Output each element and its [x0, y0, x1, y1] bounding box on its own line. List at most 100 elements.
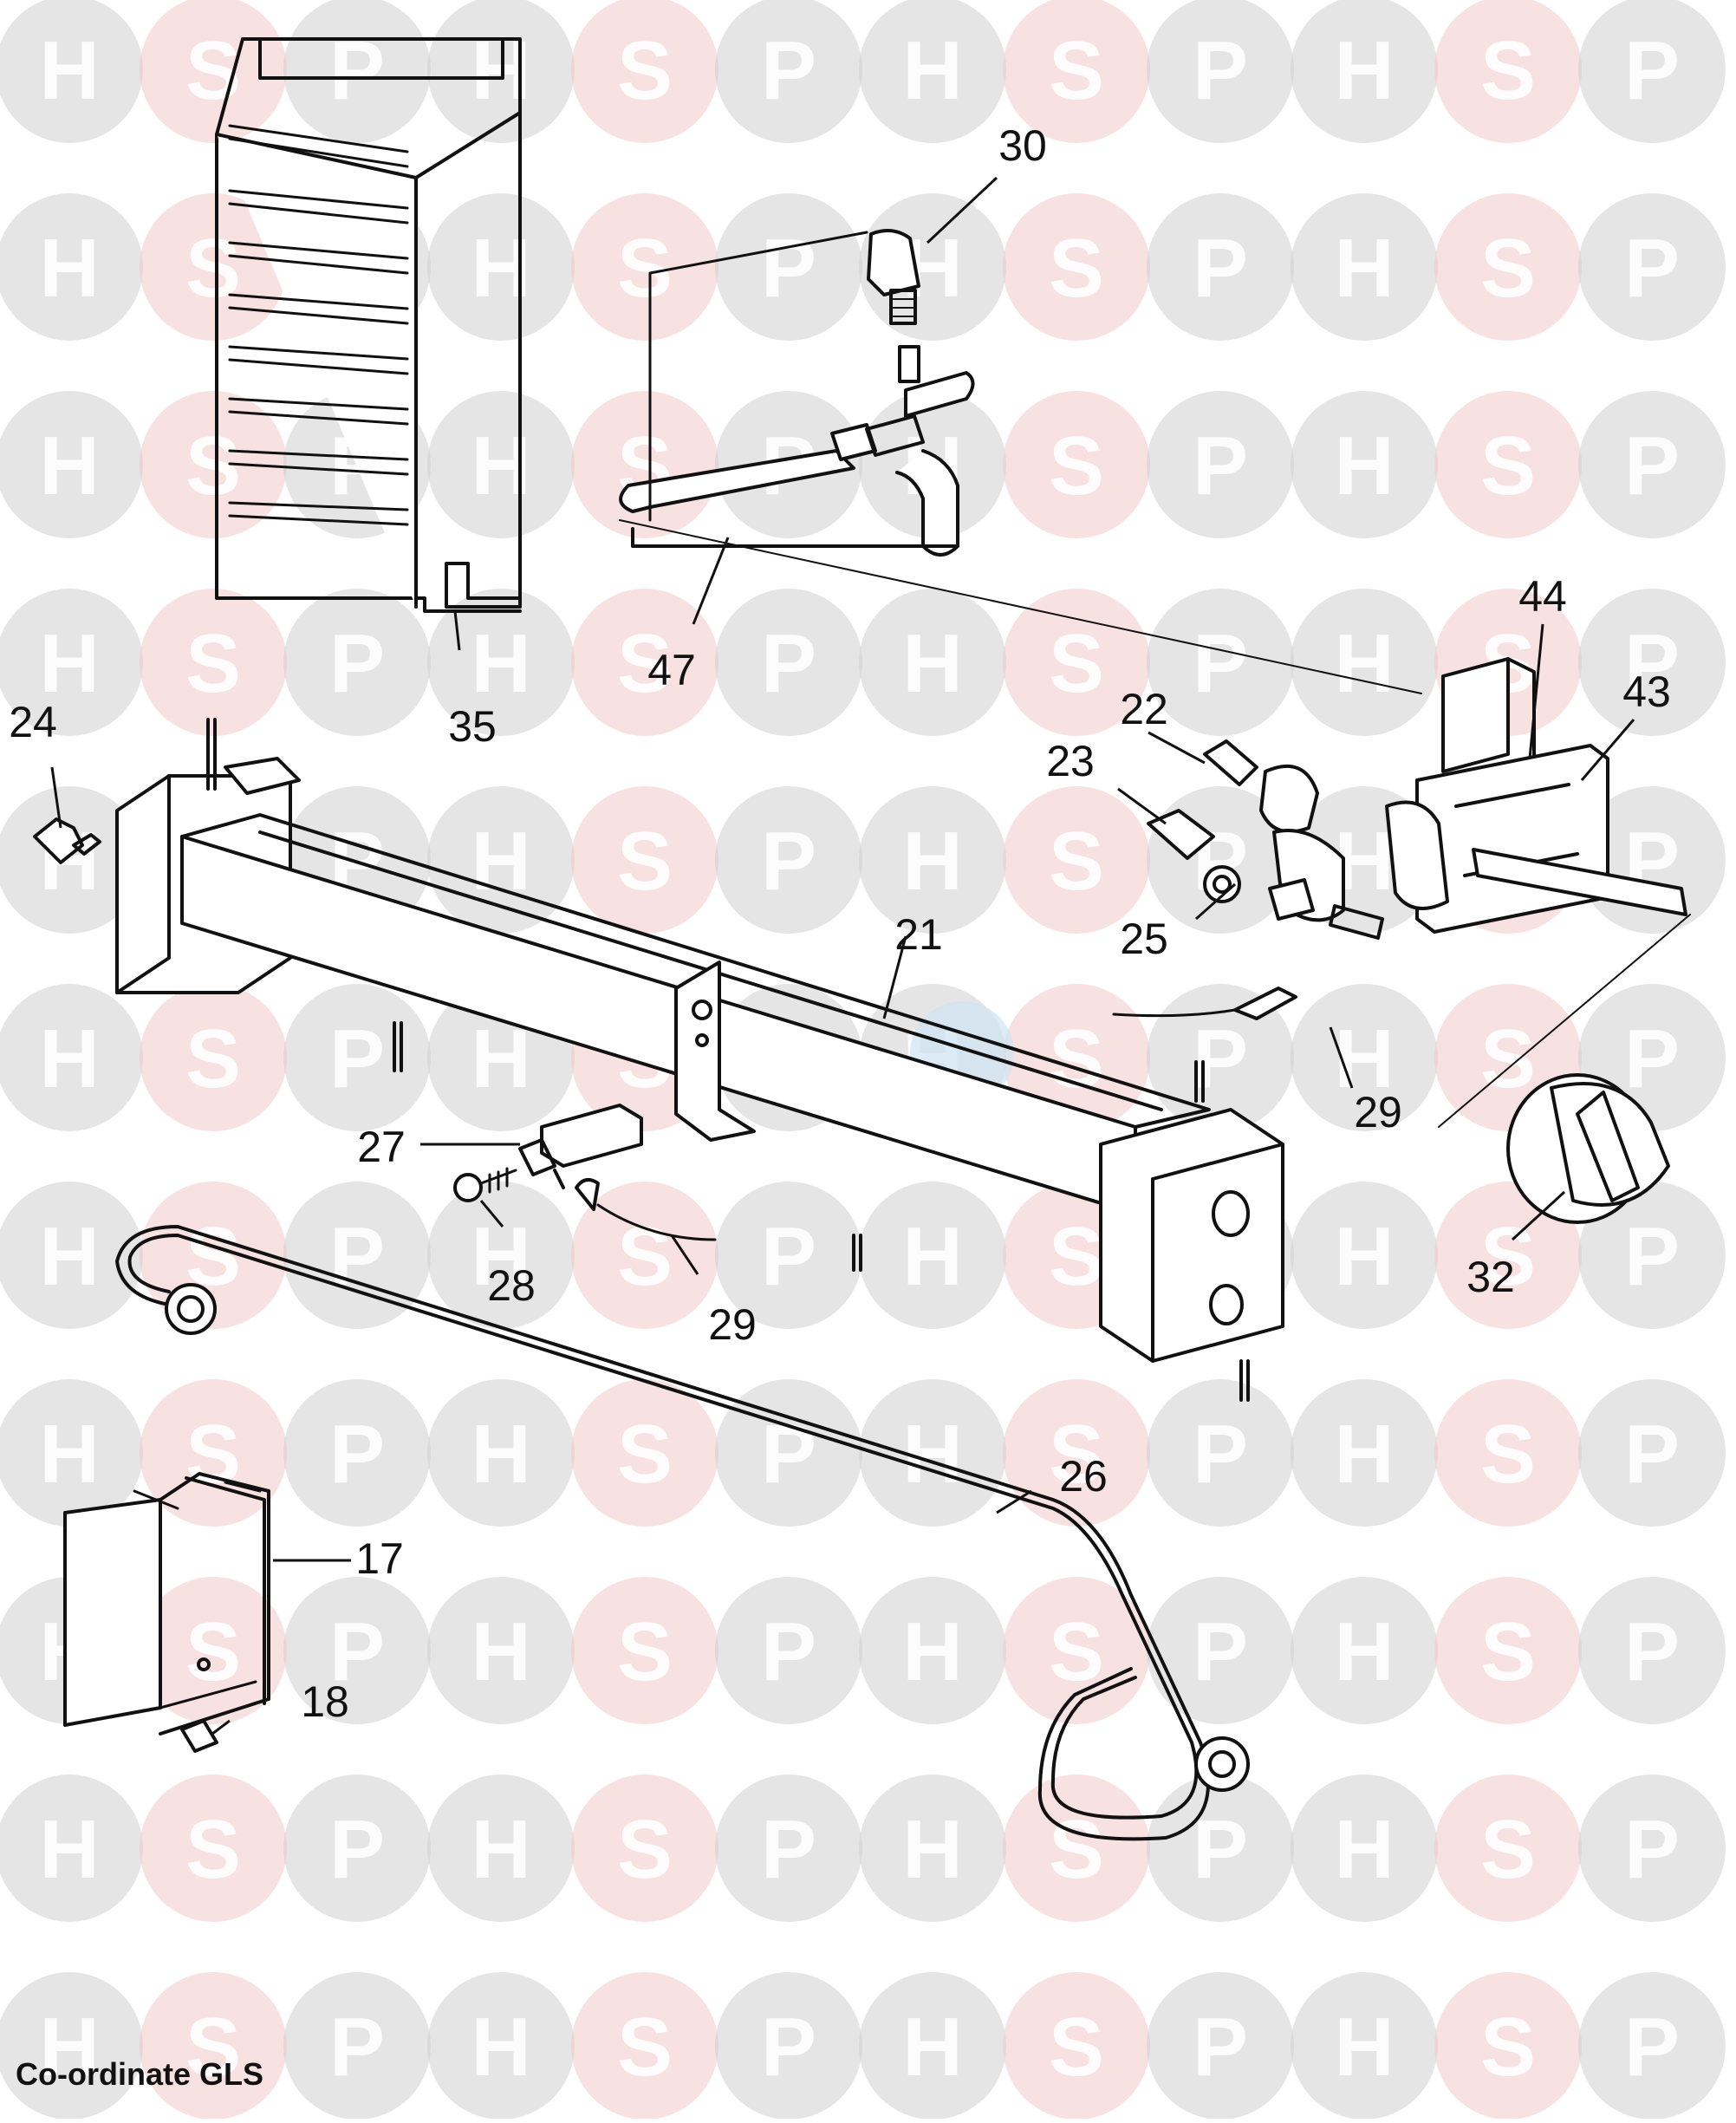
watermark-circle: H	[0, 1775, 143, 1922]
watermark-letter: P	[761, 1605, 816, 1698]
watermark-circle: S	[571, 1972, 718, 2120]
part-number-21: 21	[894, 910, 943, 959]
watermark-circle: P	[1578, 391, 1726, 538]
watermark-letter: S	[1049, 1605, 1104, 1698]
watermark-letter: P	[761, 815, 816, 908]
watermark-letter: P	[1193, 1605, 1248, 1698]
watermark-circle: P	[1578, 0, 1726, 143]
watermark-letter: S	[1480, 1408, 1536, 1501]
watermark-letter: P	[1193, 420, 1248, 512]
watermark-letter: H	[39, 617, 99, 710]
watermark-circle: H	[859, 1775, 1006, 1922]
watermark-circle: H	[0, 0, 143, 143]
watermark-letter: P	[1624, 1605, 1680, 1698]
watermark-letter: S	[1049, 1013, 1104, 1105]
watermark-circle: P	[715, 1972, 862, 2120]
part-number-17: 17	[355, 1534, 404, 1583]
watermark-letter: H	[902, 2001, 962, 2094]
watermark-letter: S	[617, 2001, 673, 2094]
watermark-letter: P	[1624, 222, 1680, 315]
watermark-circle: S	[1003, 193, 1150, 341]
watermark-circle: P	[1578, 1182, 1726, 1329]
part-number-27: 27	[357, 1123, 406, 1171]
watermark-circle: H	[427, 1775, 575, 1922]
watermark-circle: S	[571, 193, 718, 341]
watermark-letter: P	[329, 2001, 385, 2094]
watermark-circle: P	[283, 984, 431, 1131]
watermark-circle: P	[1147, 0, 1294, 143]
watermark-circle: P	[1147, 391, 1294, 538]
watermark-circle: S	[1434, 193, 1582, 341]
watermark-letter: H	[902, 617, 962, 710]
watermark-letter: S	[617, 1408, 673, 1501]
part-number-23: 23	[1046, 737, 1095, 785]
watermark-circle: H	[1291, 1577, 1438, 1724]
watermark-letter: P	[761, 1803, 816, 1896]
watermark-letter: P	[761, 2001, 816, 2094]
watermark-letter: P	[329, 1013, 385, 1105]
watermark-letter: P	[329, 1803, 385, 1896]
small-nipple-part	[33, 817, 101, 864]
watermark-letter: S	[185, 1803, 241, 1896]
watermark-circle: H	[1291, 984, 1438, 1131]
watermark-circle: P	[1578, 1577, 1726, 1724]
watermark-letter: P	[329, 617, 385, 710]
watermark-circle: S	[1003, 1577, 1150, 1724]
watermark-circle: S	[1434, 1972, 1582, 2120]
watermark-letter: H	[471, 1408, 530, 1501]
part-number-43: 43	[1622, 668, 1671, 716]
watermark-circle: S	[1003, 1775, 1150, 1922]
watermark-letter: S	[617, 1803, 673, 1896]
part-number-28: 28	[487, 1261, 536, 1310]
watermark-letter: H	[471, 222, 530, 315]
watermark-circle: S	[571, 1379, 718, 1527]
watermark-circle: P	[283, 589, 431, 736]
spark-electrode-part	[453, 987, 1297, 1241]
watermark-letter: H	[471, 815, 530, 908]
watermark-circle: P	[283, 0, 431, 143]
watermark-letter: S	[1480, 222, 1536, 315]
watermark-circle: H	[0, 1379, 143, 1527]
watermark-letter: S	[1049, 1803, 1104, 1896]
watermark-letter: S	[1480, 1013, 1536, 1105]
watermark-letter: P	[1624, 24, 1680, 117]
watermark-circle: H	[427, 391, 575, 538]
watermark-circle: H	[1291, 1775, 1438, 1922]
watermark-circle: H	[1291, 1379, 1438, 1527]
watermark-circle: H	[859, 0, 1006, 143]
watermark-letter: S	[185, 617, 241, 710]
louvre-grille-part	[215, 37, 522, 613]
watermark-letter: P	[1193, 1803, 1248, 1896]
watermark-circle: S	[140, 193, 287, 341]
watermark-letter: S	[1480, 24, 1536, 117]
watermark-letter: S	[1049, 617, 1104, 710]
watermark-circle: H	[859, 589, 1006, 736]
watermark-circle: H	[1291, 391, 1438, 538]
watermark-circle: S	[140, 391, 287, 538]
watermark-letter: S	[185, 1013, 241, 1105]
watermark-circle: H	[1291, 1182, 1438, 1329]
watermark-circle: H	[859, 786, 1006, 934]
watermark-letter: S	[185, 24, 241, 117]
watermark-letter: P	[1193, 1408, 1248, 1501]
burner-feed-pipe-part	[115, 1225, 1250, 1841]
watermark-circle: P	[715, 589, 862, 736]
part-number-32: 32	[1466, 1253, 1515, 1301]
part-number-29: 29	[708, 1300, 757, 1349]
part-number-18: 18	[301, 1677, 349, 1726]
part-number-25: 25	[1120, 915, 1168, 963]
diagram-caption: Co-ordinate GLS	[16, 2056, 263, 2092]
watermark-circle: H	[859, 1379, 1006, 1527]
watermark-letter: H	[1334, 1013, 1394, 1105]
watermark-letter: H	[902, 1210, 962, 1303]
watermark-letter: P	[1193, 24, 1248, 117]
watermark-letter: P	[1624, 2001, 1680, 2094]
part-number-47: 47	[647, 646, 696, 694]
mounting-bracket-part	[63, 1472, 270, 1753]
watermark-letter: H	[39, 24, 99, 117]
watermark-circle: H	[1291, 1972, 1438, 2120]
watermark-circle: P	[715, 786, 862, 934]
watermark-letter: P	[1193, 617, 1248, 710]
watermark-letter: H	[1334, 1408, 1394, 1501]
